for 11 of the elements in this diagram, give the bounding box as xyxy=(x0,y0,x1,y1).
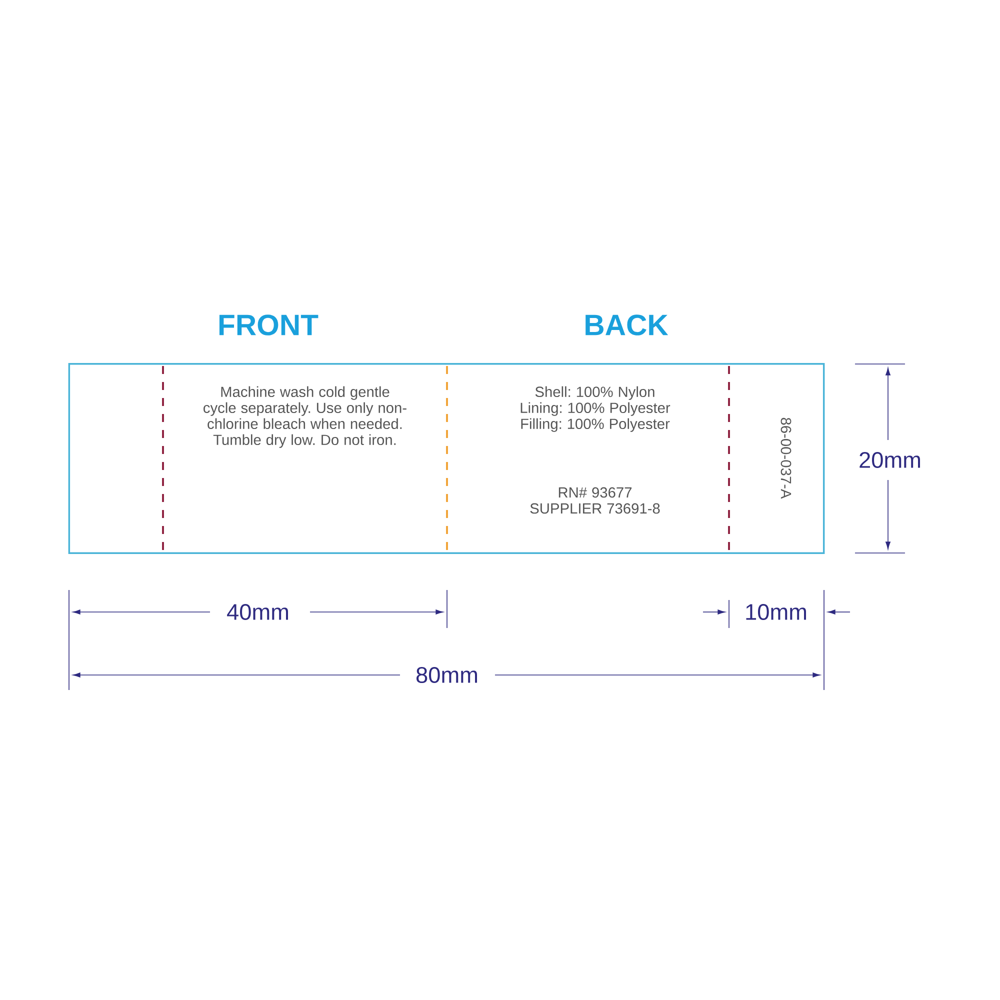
fiber-content: Shell: 100% Nylon Lining: 100% Polyester Filling: 100% Polyester xyxy=(520,386,670,432)
label-panel xyxy=(68,362,825,554)
registration-number: RN# 93677 SUPPLIER 73691-8 xyxy=(530,487,660,514)
dimension-label: 40mm xyxy=(224,601,292,623)
dimension-label: 20mm xyxy=(856,449,924,471)
panel-heading: BACK xyxy=(580,312,672,338)
dimension-label: 80mm xyxy=(412,664,482,686)
panel-heading: FRONT xyxy=(214,312,322,338)
care-instructions: Machine wash cold gentle cycle separately. Use only non-chlorine bleach when needed. Tumble dry low. Do not iron. xyxy=(204,386,406,448)
dimension-label: 10mm xyxy=(742,601,810,623)
style-code: 86-00-037-A xyxy=(780,418,792,499)
